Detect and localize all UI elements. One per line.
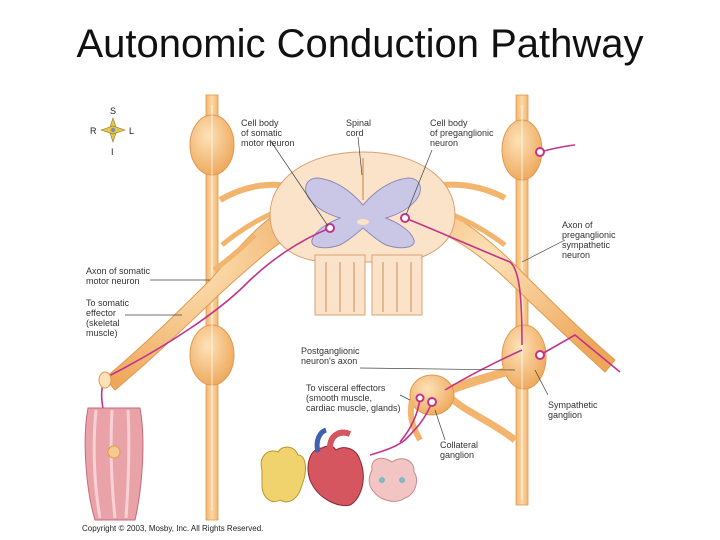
compass-i: I bbox=[111, 147, 114, 157]
slide-title: Autonomic Conduction Pathway bbox=[76, 22, 644, 66]
label-postganglionic-axon: Postganglionic neuron's axon bbox=[301, 346, 362, 366]
somatic-effector-arrow bbox=[98, 371, 112, 389]
diagram-labels: Cell body of somatic motor neuron Spinal… bbox=[86, 118, 618, 460]
neuron-cell-bodies bbox=[325, 147, 545, 407]
label-collateral-ganglion: Collateral ganglion bbox=[440, 440, 481, 460]
label-axon-preganglionic: Axon of preganglionic sympathetic neuron bbox=[562, 220, 618, 260]
collateral-ganglion bbox=[409, 374, 455, 416]
smooth-muscle-illustration bbox=[368, 457, 418, 502]
right-sympathetic-chain bbox=[501, 94, 547, 506]
label-cell-body-somatic: Cell body of somatic motor neuron bbox=[241, 118, 295, 148]
heart-illustration bbox=[307, 445, 364, 507]
leader-lines bbox=[125, 136, 566, 441]
label-to-somatic-effector: To somatic effector (skeletal muscle) bbox=[86, 298, 132, 338]
copyright-notice: Copyright © 2003, Mosby, Inc. All Rights… bbox=[82, 524, 263, 533]
compass-rose: S R L I bbox=[90, 106, 134, 157]
visceral-effectors bbox=[260, 427, 418, 507]
label-spinal-cord: Spinal cord bbox=[346, 118, 374, 138]
gland-illustration bbox=[260, 446, 306, 503]
label-cell-body-preganglionic: Cell body of preganglionic neuron bbox=[430, 118, 496, 148]
spinal-cord bbox=[269, 151, 456, 316]
compass-r: R bbox=[90, 126, 97, 136]
label-to-visceral-effectors: To visceral effectors (smooth muscle, ca… bbox=[306, 383, 401, 413]
label-axon-somatic: Axon of somatic motor neuron bbox=[86, 266, 153, 286]
compass-l: L bbox=[129, 126, 134, 136]
skeletal-muscle-illustration bbox=[84, 407, 144, 521]
compass-s: S bbox=[110, 106, 116, 116]
label-sympathetic-ganglion: Sympathetic ganglion bbox=[548, 400, 600, 420]
